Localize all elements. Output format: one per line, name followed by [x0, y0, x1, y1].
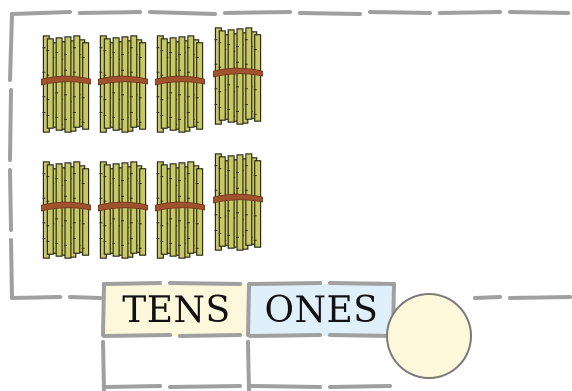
stick: [236, 154, 244, 251]
stick: [121, 36, 129, 133]
stick: [64, 36, 72, 133]
stick: [178, 162, 186, 259]
ten-stick-bundle: [213, 153, 263, 251]
stick: [112, 37, 120, 131]
stick: [227, 29, 235, 123]
bundle-band: [213, 67, 263, 78]
stick: [121, 162, 129, 259]
ten-stick-bundle: [41, 35, 91, 133]
ones-header: ONES: [249, 284, 394, 336]
bundle-band: [41, 75, 91, 86]
bundle-band: [213, 193, 263, 204]
bundle-band: [98, 201, 148, 212]
ten-stick-bundle: [155, 35, 205, 133]
stick: [254, 34, 262, 122]
stick: [82, 42, 90, 130]
tens-answer-cell[interactable]: [104, 336, 249, 391]
bundle-band: [155, 201, 205, 212]
bundle-band: [41, 201, 91, 212]
tens-header: TENS: [104, 284, 249, 336]
stick: [55, 37, 63, 131]
stick: [227, 155, 235, 249]
stick: [55, 163, 63, 257]
stick: [236, 28, 244, 125]
ten-stick-bundle: [213, 27, 263, 125]
ten-stick-bundle: [155, 161, 205, 259]
stick: [254, 160, 262, 248]
stick: [178, 36, 186, 133]
bundle-band: [155, 75, 205, 86]
ten-stick-bundle: [98, 35, 148, 133]
stick: [139, 168, 147, 256]
stick: [196, 168, 204, 256]
ten-stick-bundle: [98, 161, 148, 259]
stick: [112, 163, 120, 257]
stick: [169, 37, 177, 131]
place-value-table: TENS ONES: [104, 284, 394, 391]
ones-answer-cell[interactable]: [249, 336, 394, 391]
place-value-table-border: [101, 281, 396, 391]
stick: [139, 42, 147, 130]
stick: [64, 162, 72, 259]
answer-circle[interactable]: [386, 293, 472, 379]
stick: [196, 42, 204, 130]
bundle-band: [98, 75, 148, 86]
ten-stick-bundle: [41, 161, 91, 259]
stick: [82, 168, 90, 256]
stick: [169, 163, 177, 257]
